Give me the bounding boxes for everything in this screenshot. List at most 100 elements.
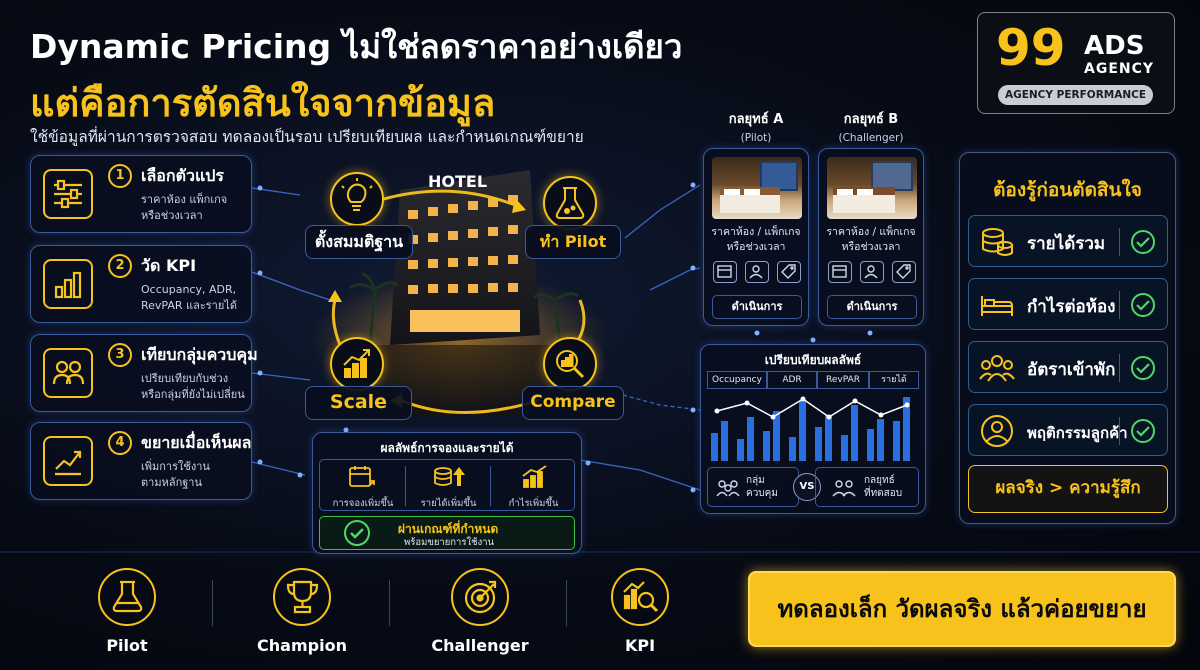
control-group-label: กลุ่ม ควบคุม <box>746 474 778 500</box>
footer-label: KPI <box>624 636 656 655</box>
footer-item-challenger: Challenger <box>415 568 545 655</box>
logo-tagline: AGENCY PERFORMANCE <box>998 85 1153 105</box>
strategy-b-action-button[interactable]: ดำเนินการ <box>827 295 917 319</box>
trend-up-icon <box>43 436 93 486</box>
footer-label: Pilot <box>106 636 148 655</box>
flask-icon <box>98 568 156 626</box>
cta-banner: ทดลองเล็ก วัดผลจริง แล้วค่อยขยาย <box>748 571 1176 647</box>
label-line2: ควบคุม <box>746 488 778 499</box>
step-description: Occupancy, ADR, RevPAR และรายได้ <box>141 282 237 314</box>
strategy-a-action-button[interactable]: ดำเนินการ <box>712 295 802 319</box>
check-circle-icon <box>1131 356 1155 380</box>
bed-icon <box>979 288 1015 322</box>
cycle-step-assume: ตั้งสมมติฐาน <box>305 225 413 259</box>
results-panel: ผลลัพธ์การจองและรายได้ การจองเพิ่มขึ้น ร… <box>312 432 582 554</box>
trophy-icon <box>273 568 331 626</box>
check-circle-icon <box>1131 230 1155 254</box>
pass-criteria-subtitle: พร้อมขยายการใช้งาน <box>404 537 495 548</box>
result-profit-label: กำไรเพิ่มขึ้น <box>508 498 559 509</box>
calendar-up-icon <box>348 464 378 494</box>
checklist-item-customer-behavior: พฤติกรรมลูกค้า <box>968 404 1168 456</box>
results-items: การจองเพิ่มขึ้น รายได้เพิ่มขึ้น กำไรเพิ่… <box>319 459 575 511</box>
flask-icon <box>543 176 597 230</box>
magnifier-chart-icon <box>543 337 597 391</box>
agency-logo: 99 ADS AGENCY AGENCY PERFORMANCE <box>977 12 1175 114</box>
checklist-label: รายได้รวม <box>1027 234 1106 254</box>
cycle-step-compare: Compare <box>522 386 624 420</box>
step-desc-line1: เปรียบเทียบกับช่วง <box>141 372 229 385</box>
compare-panel: เปรียบเทียบผลลัพธ์ Occupancy ADR RevPAR … <box>700 344 926 514</box>
test-group-label: กลยุทธ์ ที่ทดสอบ <box>864 474 902 500</box>
label-line1: กลุ่ม <box>746 475 765 486</box>
checklist-title: ต้องรู้ก่อนตัดสินใจ <box>993 179 1142 201</box>
checklist-item-occupancy: อัตราเข้าพัก <box>968 341 1168 393</box>
strategy-a-name: กลยุทธ์ A <box>728 112 784 127</box>
page-title-line1: Dynamic Pricing ไม่ใช่ลดราคาอย่างเดียว <box>30 27 683 66</box>
strategy-a-header: กลยุทธ์ A (Pilot) <box>703 108 809 144</box>
group-icon <box>714 476 742 504</box>
step-card-2: 2 วัด KPI Occupancy, ADR, RevPAR และรายไ… <box>30 245 252 323</box>
customer-icon <box>979 414 1015 448</box>
step-description: เปรียบเทียบกับช่วง หรือกลุ่มที่ยังไม่เปล… <box>141 371 245 403</box>
lightbulb-icon <box>330 172 384 226</box>
users-icon <box>43 348 93 398</box>
footer-item-kpi: KPI <box>575 568 705 655</box>
check-circle-icon <box>1131 293 1155 317</box>
target-icon <box>451 568 509 626</box>
check-circle-icon <box>344 520 370 546</box>
check-circle-icon <box>1131 419 1155 443</box>
strategy-b-role: (Challenger) <box>838 132 904 144</box>
compare-col-adr: ADR <box>767 371 817 389</box>
step-number: 2 <box>108 254 132 278</box>
step-title: วัด KPI <box>141 256 197 275</box>
pass-criteria-box: ผ่านเกณฑ์ที่กำหนด พร้อมขยายการใช้งาน <box>319 516 575 550</box>
footer-item-pilot: Pilot <box>62 568 192 655</box>
coins-icon <box>979 225 1015 259</box>
checklist-label: อัตราเข้าพัก <box>1027 360 1116 380</box>
logo-number: 99 <box>996 19 1066 77</box>
checklist-label: พฤติกรรมลูกค้า <box>1027 424 1128 442</box>
strategy-b-name: กลยุทธ์ B <box>843 112 899 127</box>
guests-icon <box>745 261 769 283</box>
pass-criteria-title: ผ่านเกณฑ์ที่กำหนด <box>398 522 499 536</box>
desc-line1: ราคาห้อง / แพ็กเกจ <box>826 226 916 238</box>
page-title-line2: แต่คือการตัดสินใจจากข้อมูล <box>30 81 496 125</box>
step-description: เพิ่มการใช้งาน ตามหลักฐาน <box>141 459 210 491</box>
step-desc-line2: ตามหลักฐาน <box>141 476 202 489</box>
strategy-b-header: กลยุทธ์ B (Challenger) <box>818 108 924 144</box>
test-group-box: กลยุทธ์ ที่ทดสอบ <box>815 467 919 507</box>
strategy-a-role: (Pilot) <box>740 132 772 144</box>
step-title: ขยายเมื่อเห็นผล <box>141 433 252 452</box>
checklist-item-revenue: รายได้รวม <box>968 215 1168 267</box>
kpi-search-icon <box>611 568 669 626</box>
checklist-footer: ผลจริง > ความรู้สึก <box>968 465 1168 513</box>
coins-up-icon <box>432 464 466 494</box>
price-tag-icon <box>777 261 801 283</box>
decision-checklist-panel: ต้องรู้ก่อนตัดสินใจ รายได้รวม กำไรต่อห้อ… <box>959 152 1176 524</box>
desc-line2: หรือช่วงเวลา <box>841 241 901 253</box>
hotel-room-photo <box>827 157 917 219</box>
checklist-label: กำไรต่อห้อง <box>1027 297 1116 317</box>
profit-chart-icon <box>520 464 550 494</box>
label-line1: กลยุทธ์ <box>864 475 895 486</box>
step-card-4: 4 ขยายเมื่อเห็นผล เพิ่มการใช้งาน ตามหลัก… <box>30 422 252 500</box>
compare-bar-chart <box>711 396 910 461</box>
logo-sub: AGENCY <box>1084 61 1155 77</box>
checklist-item-profit-per-room: กำไรต่อห้อง <box>968 278 1168 330</box>
step-title: เทียบกลุ่มควบคุม <box>141 345 258 364</box>
compare-col-revpar: RevPAR <box>817 371 869 389</box>
label-line2: ที่ทดสอบ <box>864 488 903 499</box>
sliders-icon <box>43 169 93 219</box>
step-title: เลือกตัวแปร <box>141 166 225 185</box>
step-number: 1 <box>108 164 132 188</box>
bar-chart-icon <box>43 259 93 309</box>
calendar-icon <box>713 261 737 283</box>
step-desc-line2: หรือกลุ่มที่ยังไม่เปลี่ยน <box>141 388 245 401</box>
vs-badge: VS <box>793 473 821 501</box>
compare-title: เปรียบเทียบผลลัพธ์ <box>764 353 862 367</box>
cycle-step-scale: Scale <box>305 386 412 420</box>
footer-item-champion: Champion <box>237 568 367 655</box>
step-desc-line2: RevPAR และรายได้ <box>141 299 237 312</box>
guests-icon <box>860 261 884 283</box>
